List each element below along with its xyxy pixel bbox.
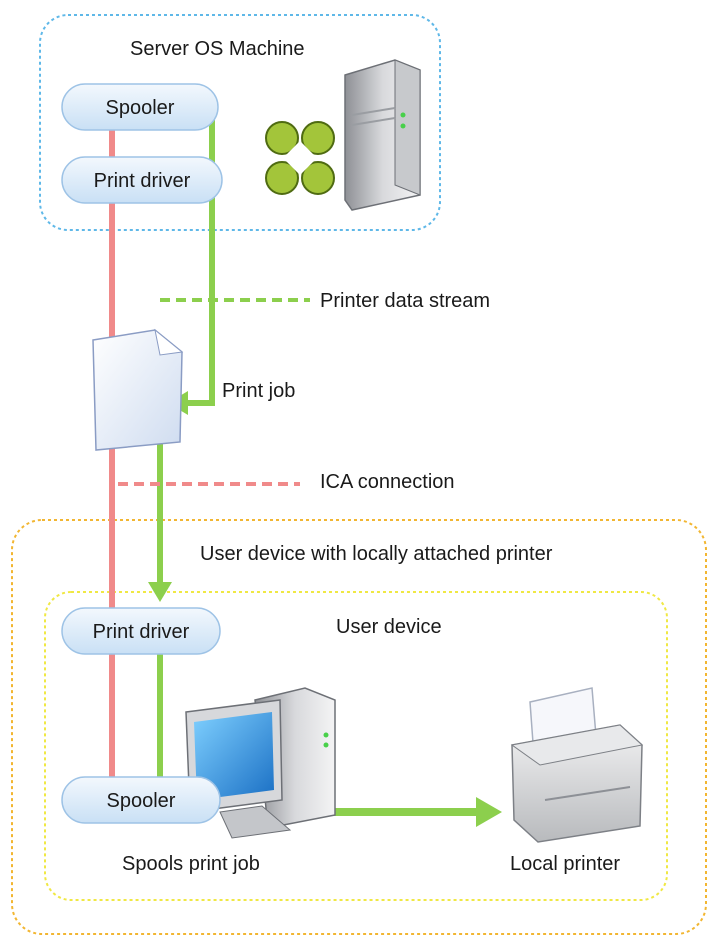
user-device-outer-title: User device with locally attached printe…: [200, 543, 553, 565]
server-os-machine-box: [39, 14, 441, 231]
user-device-title: User device: [336, 616, 442, 638]
user-print-driver-label: Print driver: [93, 621, 190, 643]
server-print-driver-pill: Print driver: [61, 156, 223, 204]
print-job-label: Print job: [222, 380, 295, 402]
legend-data-stream-label: Printer data stream: [320, 290, 490, 312]
legend-ica-label: ICA connection: [320, 471, 455, 493]
document-icon: [92, 328, 184, 451]
user-device-outer-box: [11, 519, 707, 935]
user-device-box: [44, 591, 668, 901]
printer-icon: [510, 687, 644, 843]
server-os-machine-title: Server OS Machine: [130, 38, 305, 60]
server-spooler-label: Spooler: [106, 97, 175, 119]
print-driver-arrowhead: [148, 582, 172, 602]
printer-arrowhead: [476, 797, 502, 827]
server-print-driver-label: Print driver: [94, 170, 191, 192]
user-spooler-pill: Spooler: [61, 776, 221, 824]
citrix-logo-icon: [265, 121, 335, 195]
user-spooler-label: Spooler: [107, 790, 176, 812]
printer-data-stream-path: [185, 120, 215, 406]
local-printer-caption: Local printer: [510, 853, 620, 875]
spools-print-job-caption: Spools print job: [122, 853, 260, 875]
server-spooler-pill: Spooler: [61, 83, 219, 131]
server-tower-icon: [344, 59, 421, 211]
user-print-driver-pill: Print driver: [61, 607, 221, 655]
